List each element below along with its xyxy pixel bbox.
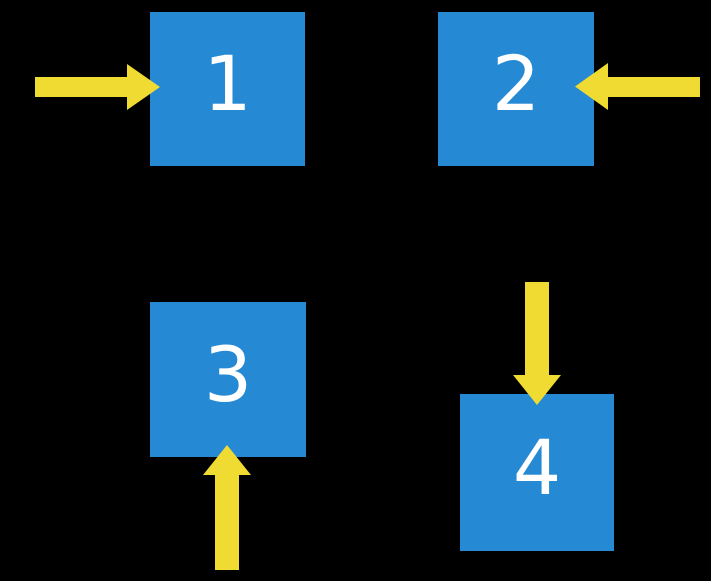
box-2-label: 2: [491, 39, 541, 128]
box-4-label: 4: [512, 422, 562, 512]
box-1: 1: [150, 12, 305, 166]
arrow-left-icon: [575, 63, 700, 110]
arrow-up-icon: [203, 445, 251, 570]
box-3: 3: [150, 302, 306, 457]
box-4: 4: [460, 394, 614, 551]
box-2: 2: [438, 12, 594, 166]
box-1-label: 1: [203, 39, 252, 128]
arrow-down-icon: [513, 282, 561, 405]
box-3-label: 3: [203, 329, 253, 419]
arrow-right-icon: [35, 64, 160, 110]
